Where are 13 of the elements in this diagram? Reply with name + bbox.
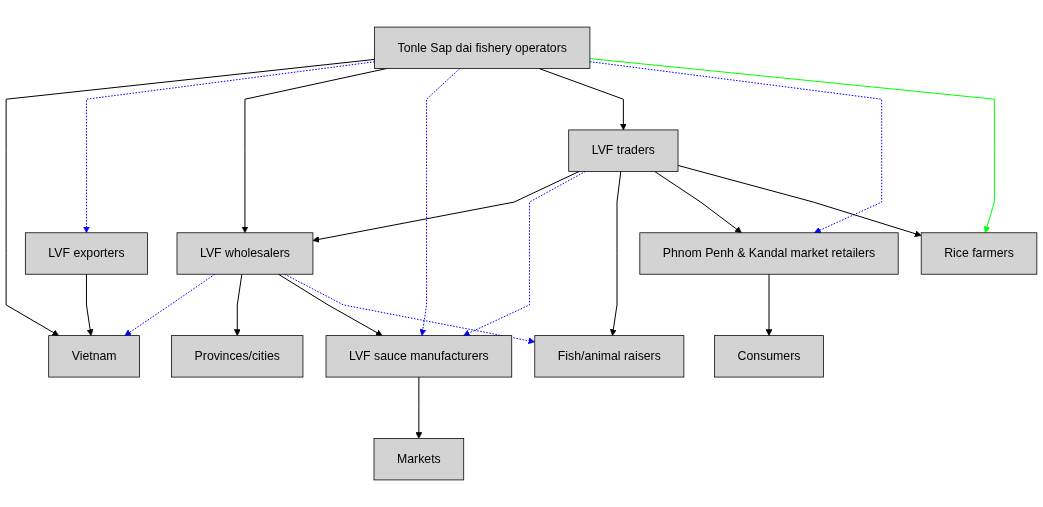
node-box: Fish/animal raisers <box>534 335 685 378</box>
node-box: LVF traders <box>568 129 679 172</box>
node-box: Vietnam <box>48 335 140 378</box>
node-box: Provinces/cities <box>171 335 304 378</box>
node-box: LVF sauce manufacturers <box>325 335 513 378</box>
node-box: Consumers <box>714 335 824 378</box>
node-box: Tonle Sap dai fishery operators <box>374 26 591 69</box>
arrow <box>233 273 243 336</box>
node-box: LVF exporters <box>24 232 148 275</box>
node-box: Rice farmers <box>920 232 1038 275</box>
node-box: Phnom Penh & Kandal market retailers <box>639 232 899 275</box>
node-box: LVF wholesalers <box>176 232 314 275</box>
node-box: Markets <box>373 438 465 481</box>
